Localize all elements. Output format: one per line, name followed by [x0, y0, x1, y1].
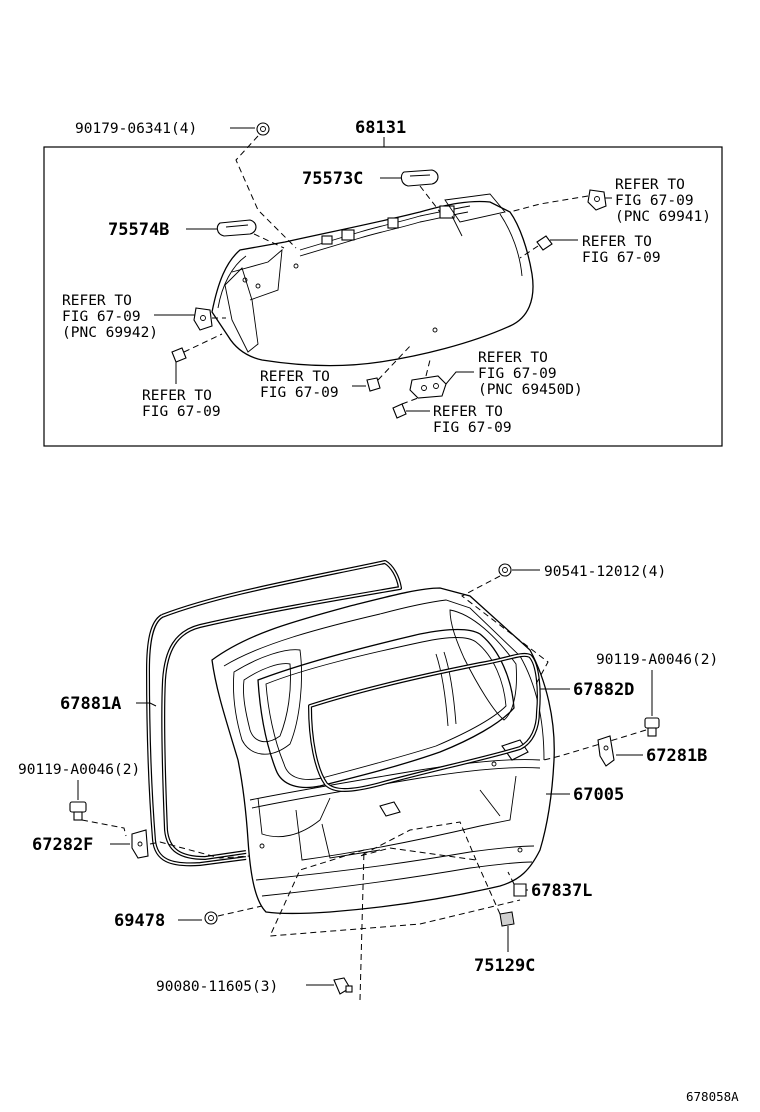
- label-75573C[interactable]: 75573C: [302, 169, 363, 189]
- label-90541-12012[interactable]: 90541-12012(4): [544, 564, 666, 580]
- plate-75129C: [499, 911, 515, 927]
- label-75129C[interactable]: 75129C: [474, 956, 535, 976]
- label-90119-A0046-right[interactable]: 90119-A0046(2): [596, 652, 718, 668]
- weatherstrip-67882D: [308, 653, 541, 792]
- ref-mid-line1[interactable]: REFER TO: [260, 369, 330, 385]
- label-75574B[interactable]: 75574B: [108, 220, 169, 240]
- bolt-icon: [69, 801, 87, 821]
- ref-right-line2[interactable]: FIG 67-09: [582, 250, 661, 266]
- ref-bottom-line1[interactable]: REFER TO: [433, 404, 503, 420]
- ref-right-line1[interactable]: REFER TO: [582, 234, 652, 250]
- bracket-67282F: [131, 829, 149, 859]
- bolt-icon: [256, 122, 270, 136]
- label-69478[interactable]: 69478: [114, 911, 165, 931]
- bracket-67281B: [597, 735, 615, 767]
- glass-section: 68131 90179-06341(4): [43, 118, 723, 447]
- diagram-id: 678058A: [686, 1089, 739, 1104]
- ref-left-line3[interactable]: (PNC 69942): [62, 325, 158, 341]
- door-section: 67881A: [18, 560, 739, 1104]
- ref-lower-left-line1[interactable]: REFER TO: [142, 388, 212, 404]
- label-68131[interactable]: 68131: [355, 118, 406, 138]
- bolt-icon: [366, 377, 381, 392]
- clip-icon: [193, 307, 213, 331]
- label-90179-06341[interactable]: 90179-06341(4): [75, 121, 197, 137]
- ref-bottom-line2[interactable]: FIG 67-09: [433, 420, 512, 436]
- label-67837L[interactable]: 67837L: [531, 881, 592, 901]
- hinge-bracket: [409, 375, 447, 399]
- bolt-icon: [392, 403, 407, 419]
- weatherstrip-67881A: [146, 560, 402, 867]
- ref-hinge-line2[interactable]: FIG 67-09: [478, 366, 557, 382]
- label-67281B[interactable]: 67281B: [646, 746, 707, 766]
- ref-left-line2[interactable]: FIG 67-09: [62, 309, 141, 325]
- back-door-glass: [211, 193, 534, 367]
- label-67282F[interactable]: 67282F: [32, 835, 93, 855]
- label-67005[interactable]: 67005: [573, 785, 624, 805]
- label-90119-A0046-left[interactable]: 90119-A0046(2): [18, 762, 140, 778]
- clip-icon: [204, 911, 218, 925]
- bolt-icon: [536, 235, 553, 251]
- ref-left-line1[interactable]: REFER TO: [62, 293, 132, 309]
- clip-icon: [587, 189, 607, 211]
- label-90080-11605[interactable]: 90080-11605(3): [156, 979, 278, 995]
- bolt-icon: [333, 977, 353, 995]
- ref-top-right-line3[interactable]: (PNC 69941): [615, 209, 711, 225]
- ref-top-right-line1[interactable]: REFER TO: [615, 177, 685, 193]
- bolt-icon: [171, 347, 187, 363]
- ref-mid-line2[interactable]: FIG 67-09: [260, 385, 339, 401]
- nut-icon: [498, 563, 512, 577]
- stopper-75574B: [216, 219, 257, 237]
- bolt-icon: [644, 717, 660, 737]
- ref-top-right-line2[interactable]: FIG 67-09: [615, 193, 694, 209]
- cushion-icon: [513, 883, 527, 897]
- ref-hinge-line1[interactable]: REFER TO: [478, 350, 548, 366]
- ref-lower-left-line2[interactable]: FIG 67-09: [142, 404, 221, 420]
- glass-group-frame: [43, 146, 723, 447]
- label-67881A[interactable]: 67881A: [60, 694, 121, 714]
- ref-hinge-line3[interactable]: (PNC 69450D): [478, 382, 583, 398]
- label-67882D[interactable]: 67882D: [573, 680, 634, 700]
- stopper-75573C: [400, 169, 439, 187]
